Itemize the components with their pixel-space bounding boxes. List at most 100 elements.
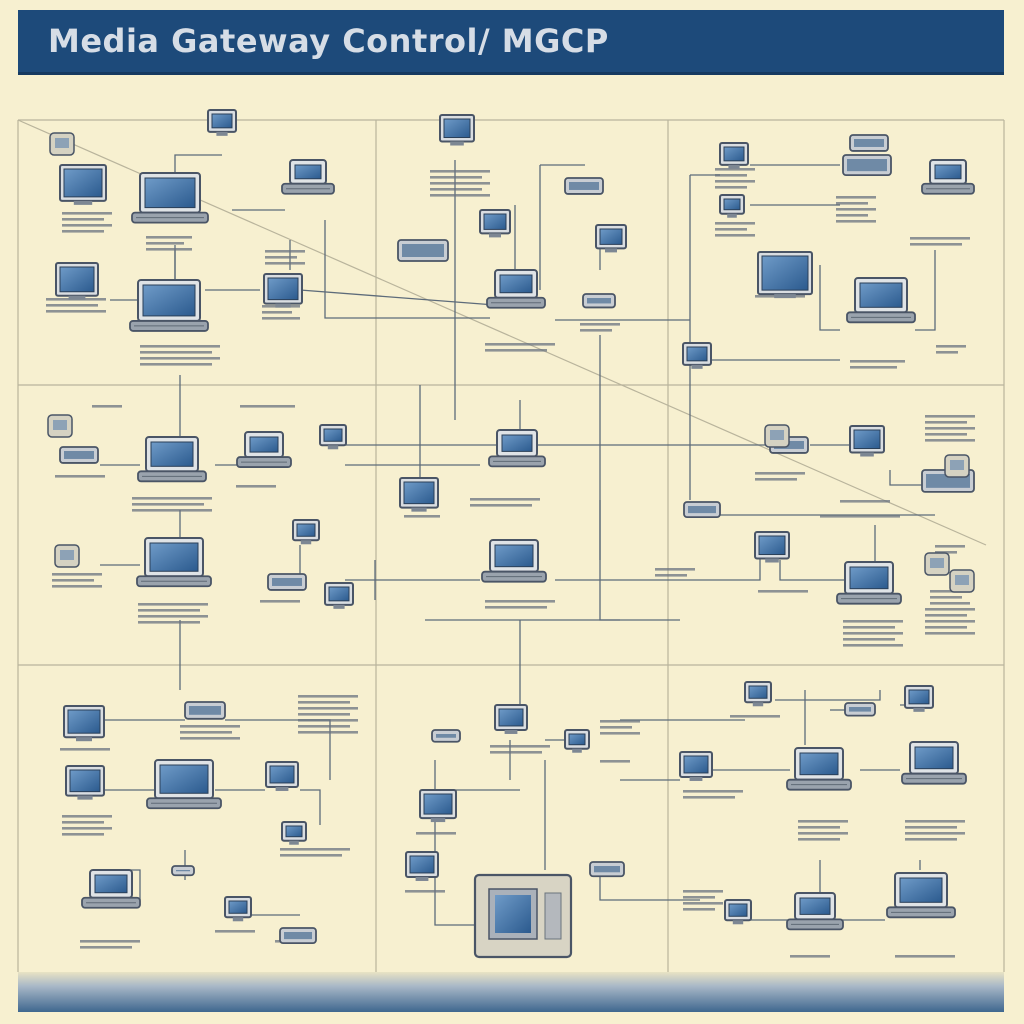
device-label	[683, 790, 743, 799]
device-label	[485, 343, 555, 352]
small-monitor-icon	[744, 681, 772, 707]
device-label	[925, 608, 975, 635]
laptop-icon	[129, 279, 209, 332]
router-icon	[842, 154, 892, 177]
small-monitor-icon	[265, 761, 299, 791]
device-label	[55, 475, 105, 478]
device-label	[935, 545, 965, 554]
connection-line	[779, 560, 845, 581]
small-monitor-icon	[319, 424, 347, 450]
small-monitor-icon	[63, 705, 105, 742]
laptop-icon	[921, 159, 975, 195]
router-icon	[589, 861, 625, 878]
laptop-icon	[786, 747, 852, 791]
laptop-icon	[846, 277, 916, 324]
small-monitor-icon	[719, 142, 749, 169]
laptop-icon	[836, 561, 902, 605]
router-icon	[59, 446, 99, 464]
small-monitor-icon	[55, 262, 99, 300]
device-label	[236, 485, 276, 488]
laptop-icon	[146, 759, 222, 810]
device-label	[180, 725, 240, 740]
device-label	[730, 715, 780, 718]
router-icon	[397, 239, 449, 262]
laptop-icon	[481, 539, 547, 583]
laptop-icon	[886, 872, 956, 919]
device-label	[298, 695, 358, 734]
device-label	[80, 940, 140, 949]
device-label	[758, 590, 808, 593]
device-label	[470, 498, 540, 507]
device-label	[798, 820, 848, 841]
device-label	[60, 748, 110, 751]
device-label	[140, 345, 220, 366]
small-monitor-icon	[65, 765, 105, 800]
small-monitor-icon	[324, 582, 354, 609]
router-icon	[849, 134, 889, 152]
small-monitor-icon	[849, 425, 885, 457]
device-label	[52, 573, 102, 588]
device-label	[92, 405, 122, 408]
small-monitor-icon	[679, 751, 713, 781]
device-label	[62, 212, 112, 233]
small-monitor-icon	[263, 273, 303, 308]
device-label	[46, 298, 106, 313]
small-monitor-icon	[405, 851, 439, 881]
small-monitor-icon	[724, 899, 752, 925]
router-icon	[184, 701, 226, 720]
device-label	[146, 236, 192, 251]
device-label	[430, 170, 490, 197]
small-monitor-icon	[757, 251, 813, 299]
connection-line	[889, 470, 925, 486]
laptop-icon	[136, 537, 212, 588]
device-label	[655, 568, 695, 577]
small-monitor-icon	[904, 685, 934, 712]
device-label	[850, 360, 905, 369]
small-monitor-icon	[439, 114, 475, 146]
laptop-icon	[81, 869, 141, 909]
laptop-icon	[486, 269, 546, 309]
device-label	[843, 620, 903, 647]
connection-line	[300, 789, 321, 825]
device-label	[265, 250, 305, 265]
router-icon	[267, 573, 307, 591]
device-label	[820, 515, 900, 518]
title-banner: Media Gateway Control/ MGCP	[18, 10, 1004, 75]
device-label	[260, 600, 300, 603]
small-monitor-icon	[479, 209, 511, 238]
device-label	[930, 590, 970, 605]
page-title: Media Gateway Control/ MGCP	[48, 22, 609, 60]
phone-icon	[924, 552, 950, 576]
device-label	[895, 955, 955, 958]
connection-line	[599, 870, 700, 901]
server-icon	[473, 873, 573, 959]
device-label	[936, 345, 966, 354]
small-monitor-icon	[399, 477, 439, 512]
small-monitor-icon	[224, 896, 252, 922]
connection-line	[819, 265, 840, 331]
device-nodes	[47, 109, 975, 959]
device-label	[580, 323, 620, 332]
connection-line	[775, 690, 881, 701]
small-monitor-icon	[292, 519, 320, 545]
device-label	[490, 745, 550, 754]
device-label	[755, 472, 805, 481]
small-monitor-icon	[281, 821, 307, 845]
phone-icon	[764, 424, 790, 448]
laptop-icon	[137, 436, 207, 483]
device-label	[715, 222, 755, 237]
small-monitor-icon	[754, 531, 790, 563]
connection-lines	[100, 154, 936, 926]
small-monitor-icon	[595, 224, 627, 253]
laptop-icon	[281, 159, 335, 195]
small-monitor-icon	[207, 109, 237, 136]
laptop-icon	[786, 892, 844, 931]
device-label	[404, 515, 440, 518]
router-icon	[564, 177, 604, 195]
device-label	[485, 600, 555, 609]
phone-icon	[47, 414, 73, 438]
small-monitor-icon	[682, 342, 712, 369]
device-label	[62, 815, 112, 836]
device-label	[925, 415, 975, 442]
